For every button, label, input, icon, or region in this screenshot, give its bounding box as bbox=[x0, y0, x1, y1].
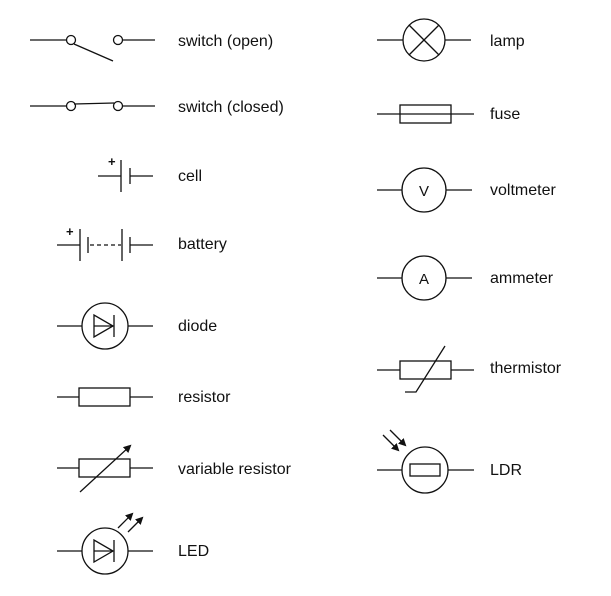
thermistor-symbol bbox=[377, 345, 474, 393]
ammeter-glyph: A bbox=[419, 271, 429, 288]
fuse-symbol bbox=[377, 104, 474, 124]
led-symbol bbox=[57, 512, 153, 575]
battery-symbol: + bbox=[57, 224, 153, 261]
voltmeter-label: voltmeter bbox=[490, 182, 556, 199]
switch-open-label: switch (open) bbox=[178, 33, 273, 50]
variable-resistor-label: variable resistor bbox=[178, 461, 292, 478]
positive-terminal-mark: + bbox=[108, 154, 116, 169]
resistor-symbol bbox=[57, 387, 153, 407]
voltmeter-symbol: V bbox=[377, 167, 472, 213]
diode-symbol bbox=[57, 302, 153, 350]
led-label: LED bbox=[178, 543, 209, 560]
voltmeter-glyph: V bbox=[419, 183, 429, 200]
diode-label: diode bbox=[178, 318, 217, 335]
ldr-symbol bbox=[377, 429, 474, 494]
fuse-label: fuse bbox=[490, 106, 520, 123]
switch-open-symbol bbox=[30, 34, 155, 62]
positive-terminal-mark: + bbox=[66, 224, 74, 239]
cell-symbol: + bbox=[98, 154, 153, 192]
ldr-label: LDR bbox=[490, 462, 522, 479]
ammeter-symbol: A bbox=[377, 255, 472, 301]
lamp-label: lamp bbox=[490, 33, 525, 50]
ammeter-label: ammeter bbox=[490, 270, 554, 287]
switch-closed-symbol bbox=[30, 100, 155, 112]
cell-label: cell bbox=[178, 168, 202, 185]
battery-label: battery bbox=[178, 236, 227, 253]
resistor-label: resistor bbox=[178, 389, 231, 406]
thermistor-label: thermistor bbox=[490, 360, 562, 377]
lamp-symbol bbox=[377, 18, 471, 62]
variable-resistor-symbol bbox=[57, 444, 153, 493]
switch-closed-label: switch (closed) bbox=[178, 99, 284, 116]
